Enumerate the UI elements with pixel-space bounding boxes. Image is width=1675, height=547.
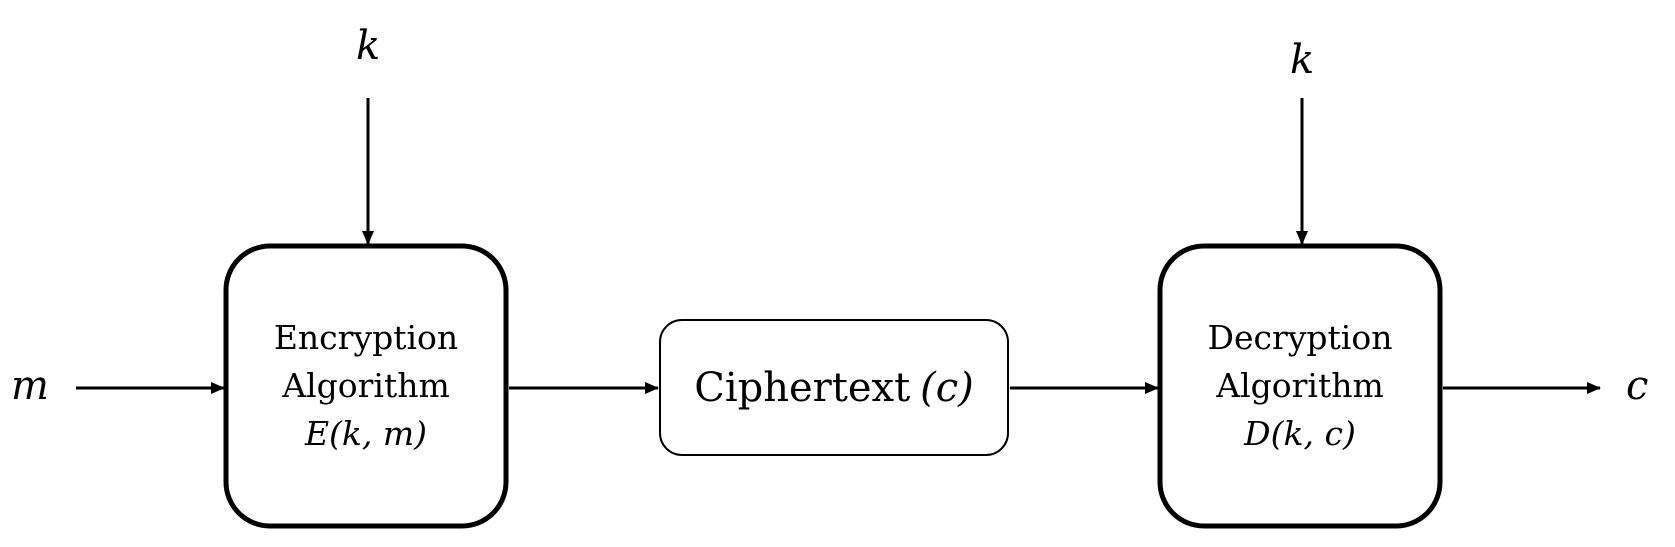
encryption-key-label: k (356, 23, 381, 69)
encryption-algorithm-label: Algorithm (282, 366, 450, 405)
input-message-label: m (11, 363, 49, 409)
decryption-key-label: k (1290, 37, 1315, 83)
ciphertext-box-text: Ciphertext (c) (660, 320, 1008, 455)
output-label: c (1626, 363, 1649, 409)
encryption-label: Encryption (273, 318, 459, 357)
decryption-box-text: Decryption Algorithm D(k, c) (1160, 314, 1440, 458)
decryption-label: Decryption (1207, 318, 1393, 357)
decryption-algorithm-label: Algorithm (1216, 366, 1384, 405)
encryption-box-text: Encryption Algorithm E(k, m) (226, 314, 506, 458)
decryption-formula: D(k, c) (1244, 414, 1356, 453)
ciphertext-formula: (c) (920, 364, 974, 411)
decryption-box (1157, 243, 1443, 529)
encryption-formula: E(k, m) (304, 414, 428, 453)
ciphertext-label: Ciphertext (694, 364, 911, 411)
ciphertext-box (659, 319, 1009, 456)
encryption-box (223, 243, 509, 529)
